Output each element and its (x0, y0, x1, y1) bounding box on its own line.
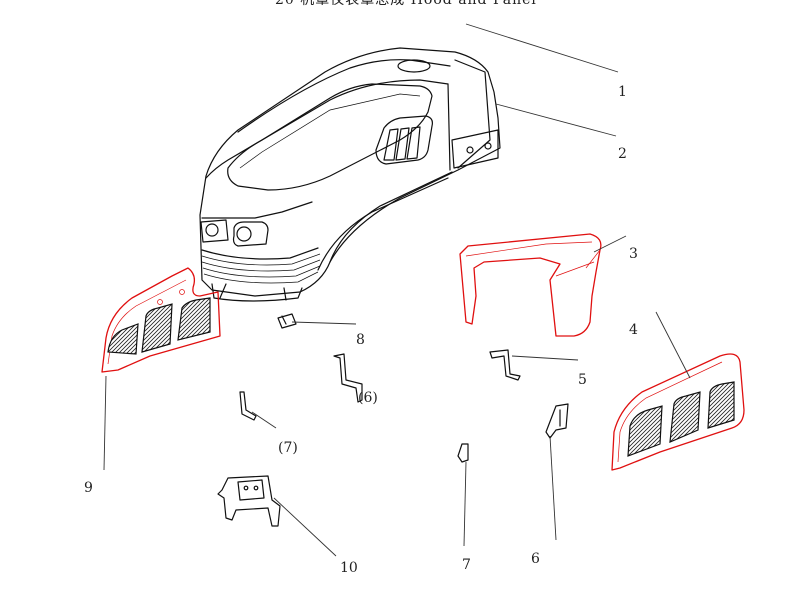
diagram-title: 20 机罩仪表罩总成 Hood and Panel (275, 0, 537, 8)
leader-7 (463, 461, 467, 547)
callout-3: 3 (629, 246, 638, 262)
callout-1: 1 (618, 84, 627, 100)
bracket-part-7-left (239, 391, 257, 421)
bracket-part-6-left (333, 353, 363, 403)
callout-10: 10 (340, 560, 358, 576)
bracket-part-7 (457, 443, 469, 463)
leader-10 (273, 497, 337, 557)
callout-2: 2 (618, 146, 627, 162)
leader-5 (511, 355, 579, 361)
leader-9 (103, 375, 107, 471)
fender-panel (459, 233, 602, 337)
mount-bracket-part-10 (217, 475, 281, 527)
callout-7: 7 (462, 557, 471, 573)
callout-4: 4 (629, 322, 638, 338)
bracket-part-5 (489, 349, 521, 381)
bracket-part-6 (545, 403, 569, 439)
callout-5: 5 (578, 372, 587, 388)
callout-6: 6 (531, 551, 540, 567)
leader-1 (465, 23, 619, 73)
leader-7p (251, 411, 277, 429)
leader-3 (593, 235, 627, 253)
right-side-panel (611, 353, 745, 471)
clip-part-8 (277, 313, 297, 329)
leader-8 (291, 321, 357, 325)
hood-assembly (199, 47, 501, 302)
callout-7-paren: (7) (278, 440, 298, 456)
leader-2 (495, 103, 617, 137)
leader-4 (655, 311, 691, 379)
callout-8: 8 (356, 332, 365, 348)
leader-6 (549, 435, 557, 541)
callout-6-paren: (6) (358, 390, 378, 406)
leader-lines (103, 23, 691, 557)
left-side-panel (101, 267, 221, 373)
callout-9: 9 (84, 480, 93, 496)
